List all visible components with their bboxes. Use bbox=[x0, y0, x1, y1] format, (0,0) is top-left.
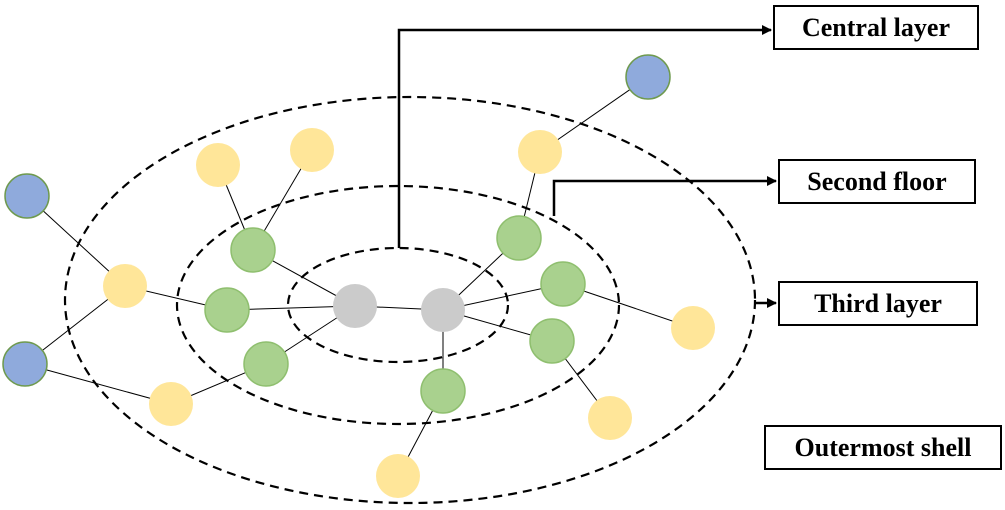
second-floor-node bbox=[420, 368, 466, 414]
network-nodes bbox=[2, 54, 715, 498]
second-floor-label: Second floor bbox=[778, 159, 976, 204]
second-floor-arrow bbox=[552, 176, 777, 216]
outermost-shell-node bbox=[2, 341, 48, 387]
second-floor-node bbox=[496, 215, 542, 261]
callout-arrows bbox=[397, 25, 777, 308]
third-layer-node bbox=[518, 130, 562, 174]
third-layer-label: Third layer bbox=[778, 281, 978, 326]
outermost-shell-label: Outermost shell bbox=[764, 425, 1002, 470]
third-layer-node bbox=[588, 396, 632, 440]
third-layer-node bbox=[149, 382, 193, 426]
outermost-shell-node bbox=[4, 173, 50, 219]
second-floor-node bbox=[230, 227, 276, 273]
shell-rings bbox=[63, 95, 757, 505]
third-layer-node bbox=[290, 128, 334, 172]
third-layer-node bbox=[103, 264, 147, 308]
outermost-shell-node bbox=[625, 54, 671, 100]
second-floor-node bbox=[204, 287, 250, 333]
central-layer-label: Central layer bbox=[773, 5, 979, 50]
central-node bbox=[421, 288, 465, 332]
outermost-shell-ring bbox=[63, 95, 757, 505]
second-floor-node bbox=[529, 318, 575, 364]
second-floor-node bbox=[243, 341, 289, 387]
third-layer-node bbox=[376, 454, 420, 498]
edge bbox=[562, 283, 694, 329]
third-layer-node bbox=[671, 306, 715, 350]
central-node bbox=[333, 284, 377, 328]
central-layer-arrow bbox=[397, 25, 772, 248]
third-layer-node bbox=[196, 143, 240, 187]
edge bbox=[24, 363, 172, 405]
second-floor-node bbox=[540, 261, 586, 307]
central-layer-ring bbox=[286, 246, 510, 364]
